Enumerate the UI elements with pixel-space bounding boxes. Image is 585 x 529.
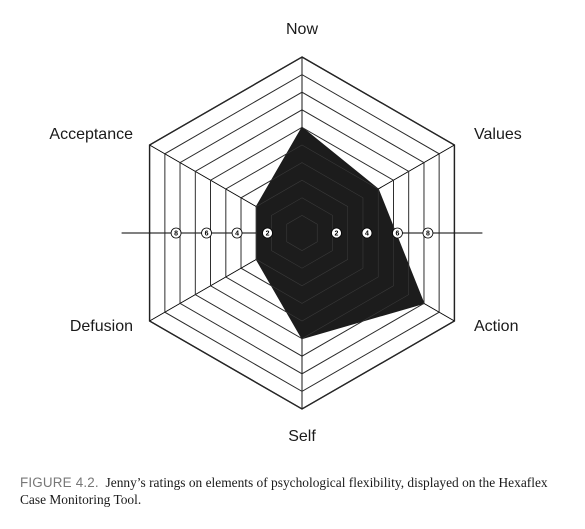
tick-label: 6 (205, 231, 209, 238)
tick-6-right: 6 (392, 227, 403, 239)
tick-marker (392, 227, 403, 239)
tick-label: 2 (266, 231, 270, 238)
tick-label: 6 (395, 231, 399, 238)
overlay-ring-9 (164, 74, 440, 392)
tick-marker (170, 227, 182, 239)
overlay-ring-10 (149, 56, 455, 410)
tick-labels: 2 2 4 4 6 6 8 8 (170, 227, 434, 239)
tick-label: 4 (365, 231, 369, 238)
tick-marker (201, 227, 212, 239)
overlay-ring-4 (240, 162, 364, 304)
figure-caption: FIGURE 4.2. Jenny’s ratings on elements … (20, 474, 575, 508)
tick-label: 2 (335, 231, 339, 238)
grid-overlay (149, 56, 455, 410)
tick-8-right: 8 (422, 227, 434, 239)
tick-marker (231, 227, 243, 239)
tick-marker (422, 227, 434, 239)
overlay-ring-1 (286, 215, 318, 251)
tick-4-right: 4 (361, 227, 373, 239)
tick-marker (262, 227, 273, 239)
overlay-ring-8 (179, 91, 425, 375)
axis-label-values: Values (474, 126, 522, 143)
tick-8-left: 8 (170, 227, 182, 239)
tick-6-left: 6 (201, 227, 212, 239)
tick-marker (331, 227, 342, 239)
overlay-ring-7 (195, 109, 409, 357)
overlay-ring-3 (255, 179, 349, 287)
tick-marker (361, 227, 373, 239)
overlay-ring-6 (210, 127, 394, 339)
figure-caption-text: Jenny’s ratings on elements of psycholog… (20, 475, 548, 507)
axis-label-action: Action (474, 318, 518, 335)
overlay-ring-5 (225, 144, 379, 322)
axis-label-acceptance: Acceptance (49, 126, 133, 143)
tick-label: 8 (426, 231, 430, 238)
tick-4-left: 4 (231, 227, 243, 239)
axis-label-now: Now (286, 21, 318, 38)
overlay-ring-2 (271, 197, 333, 269)
axis-label-defusion: Defusion (70, 318, 133, 335)
tick-label: 4 (235, 231, 239, 238)
axis-label-self: Self (288, 428, 316, 445)
tick-2-left: 2 (262, 227, 273, 239)
tick-2-right: 2 (331, 227, 342, 239)
tick-label: 8 (174, 231, 178, 238)
figure-label: FIGURE 4.2. (20, 475, 99, 490)
